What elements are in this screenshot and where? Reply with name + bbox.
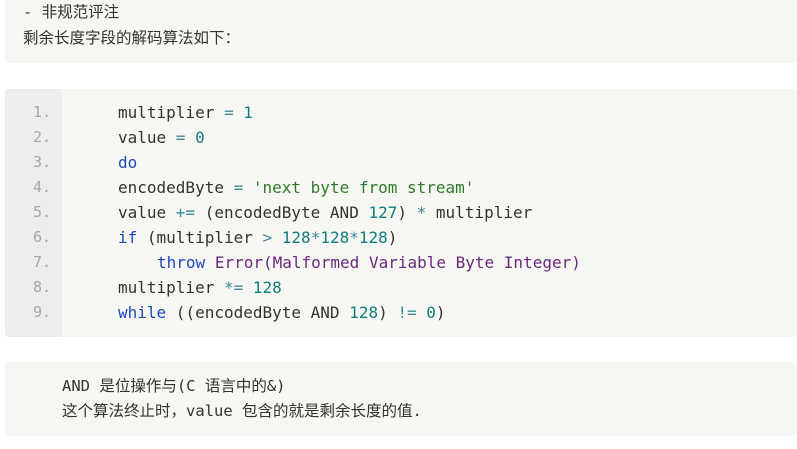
code-line-6: if (multiplier > 128*128*128) [118,225,397,250]
line-number: 1. [32,103,51,121]
code-string: 'next byte from stream' [252,178,475,197]
code-token [205,253,215,272]
code-number: 128 [349,303,379,322]
code-number: 128 [358,228,388,247]
code-token: ) [397,203,417,222]
code-number: 127 [368,203,398,222]
note-block: AND 是位操作与(C 语言中的&) 这个算法终止时，value 包含的就是剩余… [5,362,797,436]
line-number: 5. [32,203,51,221]
note-line-1: AND 是位操作与(C 语言中的&) [62,377,286,395]
line-number-gutter: 1. 2. 3. 4. 5. 6. 7. 8. 9. [5,89,62,337]
code-token: multiplier [426,203,533,222]
code-token [272,228,282,247]
note-line-2: 这个算法终止时，value 包含的就是剩余长度的值. [62,402,422,420]
code-operator: * [349,228,359,247]
code-number: 1 [243,103,253,122]
code-operator: != [397,303,417,322]
line-number: 9. [32,303,51,321]
code-line-8: multiplier *= 128 [118,275,282,300]
code-keyword: do [118,153,138,172]
code-token [243,178,253,197]
code-line-3: do [118,150,137,175]
code-token: (encodedByte AND [195,203,369,222]
code-number: 128 [252,278,282,297]
code-keyword: while [118,303,167,322]
code-function: Error(Malformed Variable Byte Integer) [214,253,581,272]
code-token [234,103,244,122]
code-operator: *= [223,278,244,297]
code-token: value [118,128,176,147]
code-keyword: if [118,228,138,247]
line-number: 8. [32,278,51,296]
code-number: 128 [320,228,350,247]
line-number: 6. [32,228,51,246]
code-number: 0 [195,128,205,147]
code-token: encodedByte [118,178,234,197]
code-line-5: value += (encodedByte AND 127) * multipl… [118,200,532,225]
line-number: 4. [32,178,51,196]
line-number: 2. [32,128,51,146]
code-operator: += [175,203,196,222]
intro-block: - 非规范评注 剩余长度字段的解码算法如下： [5,0,797,63]
code-block: 1. 2. 3. 4. 5. 6. 7. 8. 9. multiplier = … [5,89,797,337]
code-token: ((encodedByte AND [166,303,350,322]
code-token: (multiplier [137,228,263,247]
code-token: value [118,203,176,222]
code-token: multiplier [118,103,224,122]
code-line-7: throw Error(Malformed Variable Byte Inte… [157,250,581,275]
note-heading: - 非规范评注 [23,3,120,21]
code-keyword: throw [157,253,206,272]
code-operator: = [175,128,186,147]
code-operator: * [310,228,321,247]
code-operator: = [233,178,244,197]
code-line-1: multiplier = 1 [118,100,253,125]
code-operator: * [416,203,427,222]
code-operator: > [262,228,273,247]
code-token: multiplier [118,278,224,297]
code-line-4: encodedByte = 'next byte from stream' [118,175,474,200]
code-number: 128 [281,228,311,247]
code-token: ) [387,228,398,247]
code-token [243,278,253,297]
code-line-2: value = 0 [118,125,205,150]
code-token [417,303,427,322]
line-number: 7. [32,253,51,271]
code-number: 0 [426,303,436,322]
code-token [185,128,195,147]
code-token: ) [435,303,446,322]
intro-text: 剩余长度字段的解码算法如下： [23,29,241,47]
line-number: 3. [32,153,51,171]
code-token: ) [378,303,398,322]
code-line-9: while ((encodedByte AND 128) != 0) [118,300,446,325]
code-operator: = [223,103,234,122]
